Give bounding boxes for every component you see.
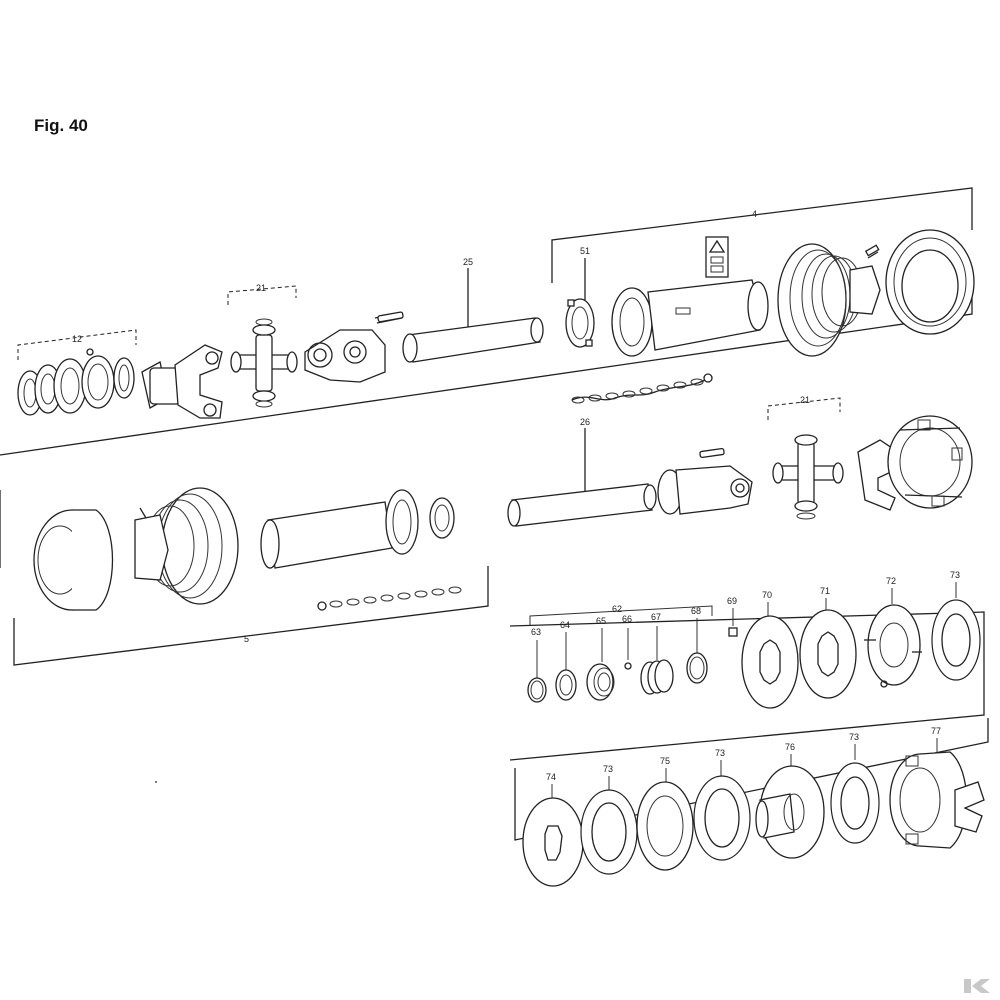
part-51-bearing-ring [565, 258, 595, 348]
assembly-bracket-5 [0, 490, 489, 666]
callout-62: 62 [612, 604, 622, 614]
callout-26: 26 [580, 417, 590, 427]
callout-4: 4 [752, 209, 757, 219]
part-outer-cover-ring-upper [885, 229, 975, 335]
part-64-ring [555, 632, 577, 701]
callout-64: 64 [560, 620, 570, 630]
callout-75: 75 [660, 756, 670, 766]
part-outer-cover-ring-lower [33, 509, 114, 611]
k-brand-mark-icon [964, 979, 990, 993]
part-68-ring [686, 618, 708, 684]
callout-68: 68 [691, 606, 701, 616]
part-73-friction-disc-c [693, 760, 751, 861]
part-26-outer-tube [507, 428, 657, 527]
callout-21-lower: 21 [800, 395, 810, 405]
stray-dot [155, 781, 157, 783]
callout-76: 76 [785, 742, 795, 752]
part-72-pressure-plate [864, 588, 922, 688]
callout-65: 65 [596, 616, 606, 626]
callout-74: 74 [546, 772, 556, 782]
callout-73-a: 73 [950, 570, 960, 580]
part-outer-yoke-lower [657, 447, 753, 515]
callout-77: 77 [931, 726, 941, 736]
callout-12: 12 [72, 334, 82, 344]
part-clutch-housing-yoke [857, 415, 973, 511]
callout-72: 72 [886, 576, 896, 586]
part-73-friction-disc-d [830, 744, 880, 844]
part-63-snap-ring [527, 640, 547, 703]
part-69-pin [728, 608, 738, 637]
part-21-universal-cross-upper [227, 285, 298, 408]
part-74-plate [522, 784, 584, 887]
callout-66: 66 [622, 614, 632, 624]
part-protection-cone-upper [777, 243, 881, 357]
callout-71: 71 [820, 586, 830, 596]
clutch-parts-bracket-upper [509, 611, 985, 761]
part-protection-cone-lower [134, 487, 239, 605]
part-guard-tube-upper [611, 279, 769, 357]
part-73-friction-disc-a [931, 582, 981, 681]
callout-73-c: 73 [715, 748, 725, 758]
part-safety-chain-upper [571, 373, 713, 404]
part-62-bracket [529, 605, 713, 625]
callout-5: 5 [244, 634, 249, 644]
part-bearing-ring-lower [429, 497, 455, 539]
figure-title: Fig. 40 [34, 116, 88, 135]
part-65-bushing [586, 628, 615, 701]
part-outer-yoke-upper [304, 311, 404, 383]
part-75-plate [636, 768, 694, 871]
part-73-friction-disc-b [580, 776, 638, 875]
callout-21-upper: 21 [256, 283, 266, 293]
part-safety-chain-lower [317, 586, 462, 611]
callout-73-b: 73 [603, 764, 613, 774]
part-21-universal-cross-lower [767, 397, 844, 520]
part-66-ball [624, 628, 632, 670]
part-76-hub [755, 754, 825, 859]
callout-70: 70 [762, 590, 772, 600]
part-12-bearing-rings [17, 329, 137, 416]
callout-67: 67 [651, 612, 661, 622]
part-71-plate [799, 598, 857, 699]
part-inner-yoke [141, 344, 223, 419]
part-guard-tube-lower [260, 489, 419, 569]
callout-63: 63 [531, 627, 541, 637]
part-77-clutch-housing [889, 738, 985, 849]
callout-25: 25 [463, 257, 473, 267]
callout-73-d: 73 [849, 732, 859, 742]
callout-51: 51 [580, 246, 590, 256]
warning-label-icon [705, 236, 729, 278]
part-25-inner-tube [402, 268, 544, 363]
part-70-plate [741, 602, 799, 709]
clutch-parts-bracket-lower [514, 718, 989, 841]
part-67-spring [640, 626, 674, 695]
callout-69: 69 [727, 596, 737, 606]
